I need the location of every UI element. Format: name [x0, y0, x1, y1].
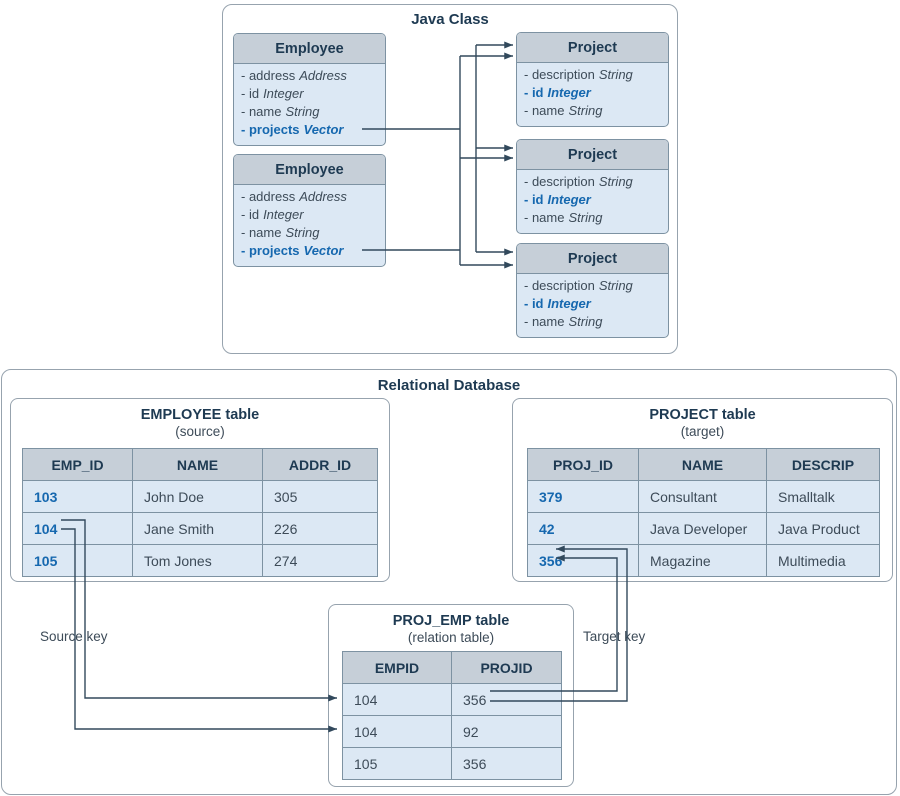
table-row: 104 356 — [342, 683, 562, 716]
header-cell: EMPID — [342, 651, 452, 684]
project-class-header: Project — [517, 33, 668, 63]
cell-emp-id: 103 — [22, 480, 133, 513]
cell-descrip: Smalltalk — [766, 480, 880, 513]
employee-class-header: Employee — [234, 155, 385, 185]
project-class-header: Project — [517, 140, 668, 170]
cell-empid: 104 — [342, 715, 452, 748]
table-row: 103 John Doe 305 — [22, 480, 378, 513]
header-cell: PROJ_ID — [527, 448, 639, 481]
header-cell: DESCRIP — [766, 448, 880, 481]
employee-table-subtitle: (source) — [175, 424, 225, 439]
cell-addr-id: 274 — [262, 544, 378, 577]
table-row: 104 Jane Smith 226 — [22, 512, 378, 545]
project-class-header: Project — [517, 244, 668, 274]
source-key-label: Source key — [40, 629, 108, 644]
cell-addr-id: 226 — [262, 512, 378, 545]
table-header-row: PROJ_ID NAME DESCRIP — [527, 448, 880, 481]
cell-name: Consultant — [638, 480, 767, 513]
cell-proj-id: 356 — [527, 544, 639, 577]
project-table-card: PROJECT table (target) PROJ_ID NAME DESC… — [512, 398, 893, 582]
proj-emp-table-subtitle: (relation table) — [407, 630, 495, 645]
cell-empid: 105 — [342, 747, 452, 780]
cell-projid: 356 — [451, 683, 562, 716]
project-table: PROJ_ID NAME DESCRIP 379 Consultant Smal… — [527, 448, 880, 577]
cell-projid: 356 — [451, 747, 562, 780]
cell-descrip: Multimedia — [766, 544, 880, 577]
cell-addr-id: 305 — [262, 480, 378, 513]
table-row: 105 356 — [342, 747, 562, 780]
cell-proj-id: 42 — [527, 512, 639, 545]
table-row: 105 Tom Jones 274 — [22, 544, 378, 577]
table-row: 42 Java Developer Java Product — [527, 512, 880, 545]
java-class-title: Java Class — [411, 11, 489, 28]
cell-name: Java Developer — [638, 512, 767, 545]
proj-emp-table-card: PROJ_EMP table (relation table) EMPID PR… — [328, 604, 574, 787]
relational-database-title: Relational Database — [377, 377, 521, 394]
cell-name: Jane Smith — [132, 512, 263, 545]
employee-table-title: EMPLOYEE table — [140, 407, 260, 423]
table-row: 356 Magazine Multimedia — [527, 544, 880, 577]
table-row: 104 92 — [342, 715, 562, 748]
project-table-title: PROJECT table — [649, 407, 756, 423]
target-key-label: Target key — [583, 629, 646, 644]
header-cell: NAME — [638, 448, 767, 481]
cell-proj-id: 379 — [527, 480, 639, 513]
cell-emp-id: 105 — [22, 544, 133, 577]
cell-name: John Doe — [132, 480, 263, 513]
employee-table: EMP_ID NAME ADDR_ID 103 John Doe 305 104… — [22, 448, 378, 577]
cell-descrip: Java Product — [766, 512, 880, 545]
project-table-subtitle: (target) — [680, 424, 725, 439]
table-header-row: EMP_ID NAME ADDR_ID — [22, 448, 378, 481]
cell-empid: 104 — [342, 683, 452, 716]
proj-emp-table-title: PROJ_EMP table — [392, 613, 510, 629]
cell-projid: 92 — [451, 715, 562, 748]
table-header-row: EMPID PROJID — [342, 651, 562, 684]
proj-emp-table: EMPID PROJID 104 356 104 92 105 356 — [342, 651, 562, 780]
employee-class-header: Employee — [234, 34, 385, 64]
header-cell: ADDR_ID — [262, 448, 378, 481]
cell-name: Magazine — [638, 544, 767, 577]
header-cell: EMP_ID — [22, 448, 133, 481]
table-row: 379 Consultant Smalltalk — [527, 480, 880, 513]
header-cell: PROJID — [451, 651, 562, 684]
header-cell: NAME — [132, 448, 263, 481]
employee-table-card: EMPLOYEE table (source) EMP_ID NAME ADDR… — [10, 398, 390, 582]
cell-name: Tom Jones — [132, 544, 263, 577]
cell-emp-id: 104 — [22, 512, 133, 545]
